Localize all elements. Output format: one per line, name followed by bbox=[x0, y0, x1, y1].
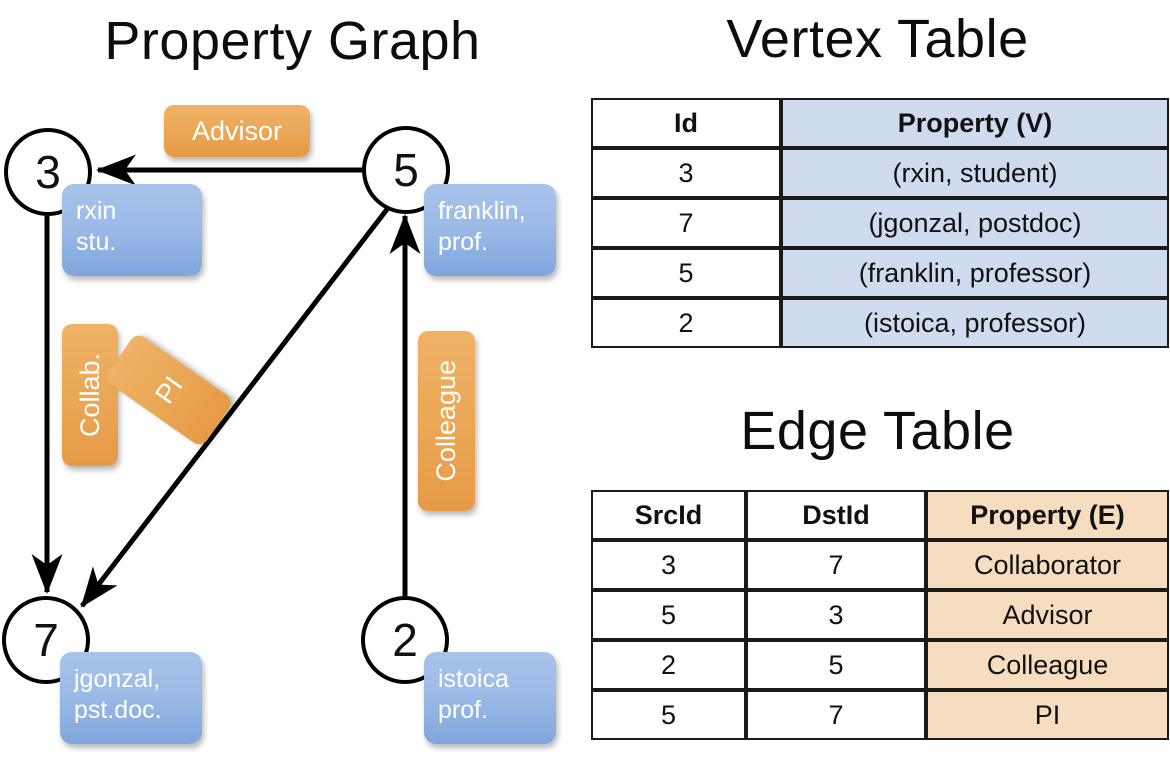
table-row[interactable]: 5 3 Advisor bbox=[591, 590, 1169, 640]
page-title-property-graph: Property Graph bbox=[104, 11, 481, 71]
edge-cell-dstid: 5 bbox=[746, 640, 926, 690]
vertex-cell-id: 7 bbox=[591, 198, 781, 248]
edge-label-advisor-text: Advisor bbox=[191, 115, 283, 146]
graph-node-5[interactable]: 5 bbox=[362, 126, 450, 214]
graph-node-5-label: 5 bbox=[393, 144, 419, 196]
edge-cell-dstid: 7 bbox=[746, 540, 926, 590]
vertex-table-title: Vertex Table bbox=[726, 9, 1029, 69]
edge-cell-srcid: 5 bbox=[591, 590, 746, 640]
vertex-table-header-property: Property (V) bbox=[781, 98, 1169, 148]
vertex-property-box-5-line1: franklin, bbox=[438, 197, 526, 225]
graph-node-7-label: 7 bbox=[33, 614, 59, 666]
table-row[interactable]: 3 (rxin, student) bbox=[591, 148, 1169, 198]
graph-node-2-label: 2 bbox=[392, 614, 418, 666]
edge-cell-dstid: 3 bbox=[746, 590, 926, 640]
vertex-property-box-7: jgonzal, pst.doc. bbox=[60, 652, 202, 744]
vertex-property-box-3-line1: rxin bbox=[76, 197, 117, 225]
vertex-property-box-3: rxin stu. bbox=[62, 184, 202, 276]
edge-label-collab-text: Collab. bbox=[74, 352, 105, 438]
edge-cell-property: Advisor bbox=[926, 590, 1169, 640]
vertex-property-box-5: franklin, prof. bbox=[424, 184, 556, 276]
vertex-cell-property: (istoica, professor) bbox=[781, 298, 1169, 348]
edge-table-header-property: Property (E) bbox=[926, 490, 1169, 540]
edge-5-to-7-pi bbox=[80, 206, 390, 608]
table-row[interactable]: 2 5 Colleague bbox=[591, 640, 1169, 690]
edge-cell-property: Colleague bbox=[926, 640, 1169, 690]
vertex-cell-property: (rxin, student) bbox=[781, 148, 1169, 198]
vertex-cell-id: 2 bbox=[591, 298, 781, 348]
edge-cell-srcid: 3 bbox=[591, 540, 746, 590]
vertex-table-header-row: Id Property (V) bbox=[591, 98, 1169, 148]
vertex-property-box-2-line1: istoica bbox=[438, 665, 509, 693]
vertex-table-header-id: Id bbox=[591, 98, 781, 148]
vertex-property-box-2-line2: prof. bbox=[438, 695, 489, 724]
table-row[interactable]: 2 (istoica, professor) bbox=[591, 298, 1169, 348]
edge-table-title: Edge Table bbox=[740, 401, 1015, 461]
edge-cell-property: PI bbox=[926, 690, 1169, 740]
vertex-property-box-7-line2: pst.doc. bbox=[74, 695, 162, 724]
vertex-table: Id Property (V) 3 (rxin, student) 7 (jgo… bbox=[591, 98, 1169, 348]
graph-node-2[interactable]: 2 bbox=[361, 596, 449, 684]
edge-table-header-srcid: SrcId bbox=[591, 490, 746, 540]
edge-cell-srcid: 2 bbox=[591, 640, 746, 690]
vertex-cell-id: 3 bbox=[591, 148, 781, 198]
table-row[interactable]: 5 (franklin, professor) bbox=[591, 248, 1169, 298]
edge-cell-srcid: 5 bbox=[591, 690, 746, 740]
vertex-cell-property: (franklin, professor) bbox=[781, 248, 1169, 298]
table-row[interactable]: 5 7 PI bbox=[591, 690, 1169, 740]
vertex-cell-id: 5 bbox=[591, 248, 781, 298]
edge-table-header-dstid: DstId bbox=[746, 490, 926, 540]
table-row[interactable]: 7 (jgonzal, postdoc) bbox=[591, 198, 1169, 248]
edge-label-colleague: Colleague bbox=[418, 331, 475, 511]
edge-cell-property: Collaborator bbox=[926, 540, 1169, 590]
edge-table: SrcId DstId Property (E) 3 7 Collaborato… bbox=[591, 490, 1169, 740]
property-graph-panel: Property Graph Advisor Collab. PI Collea… bbox=[2, 11, 556, 744]
table-row[interactable]: 3 7 Collaborator bbox=[591, 540, 1169, 590]
edge-label-colleague-text: Colleague bbox=[431, 360, 461, 482]
edge-label-advisor: Advisor bbox=[164, 105, 310, 157]
vertex-property-box-7-line1: jgonzal, bbox=[74, 665, 161, 693]
vertex-cell-property: (jgonzal, postdoc) bbox=[781, 198, 1169, 248]
graph-node-3-label: 3 bbox=[35, 146, 61, 198]
vertex-property-box-3-line2: stu. bbox=[76, 227, 117, 256]
tables-panel: Vertex Table Id Property (V) 3 (rxin, st… bbox=[585, 0, 1170, 760]
vertex-property-box-5-line2: prof. bbox=[438, 227, 489, 256]
edge-label-pi-text: PI bbox=[148, 370, 189, 409]
vertex-property-box-2: istoica prof. bbox=[424, 652, 556, 744]
edge-table-header-row: SrcId DstId Property (E) bbox=[591, 490, 1169, 540]
edge-cell-dstid: 7 bbox=[746, 690, 926, 740]
graph-edges-layer bbox=[31, 154, 421, 608]
edge-label-collab: Collab. bbox=[62, 324, 118, 466]
